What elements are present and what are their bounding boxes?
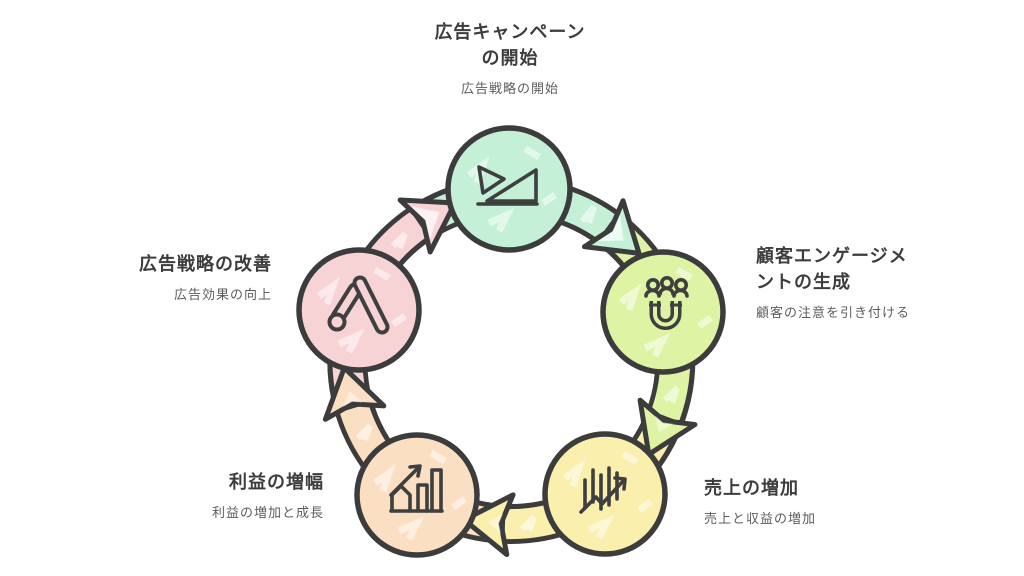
node-subtitle: 売上と収益の増加 [704,512,817,528]
node-title: 顧客エンゲージメ ントの生成 [756,246,908,294]
band-texture [355,205,680,533]
label-campaign-start: 広告キャンペーン の開始 広告戦略の開始 [330,20,690,99]
arrowhead-bottom [461,492,516,558]
arrowhead-right-bottom [637,397,698,457]
node-title: 利益の増幅 [229,472,324,493]
node-subtitle: 広告効果の向上 [173,288,272,304]
arrowhead-top-right [581,198,642,256]
node-texture [316,145,713,541]
node-title: 広告戦略の改善 [139,254,272,275]
node-subtitle: 利益の増加と成長 [211,506,324,522]
node-title: 広告キャンペーン の開始 [434,22,586,70]
node-subtitle: 顧客の注意を引き付ける [756,306,911,322]
node-subtitle: 広告戦略の開始 [460,82,559,98]
arrowhead-left-top [397,197,458,255]
label-engagement: 顧客エンゲージメ ントの生成 顧客の注意を引き付ける [756,244,956,323]
label-profit-growth: 利益の増幅 利益の増加と成長 [112,470,324,523]
bar-growth-icon [389,464,444,513]
node-engagement [600,249,726,375]
node-title: 売上の増加 [704,478,799,499]
label-strategy-improve: 広告戦略の改善 広告効果の向上 [60,252,272,305]
video-campaign-icon [476,165,539,206]
arrowhead-bottom-left [322,365,387,422]
arrowheads [322,197,698,558]
google-ads-icon [327,275,390,335]
node-strategy-improve [296,247,422,373]
stock-rise-icon [579,466,627,514]
node-sales-increase [542,431,668,557]
label-sales-increase: 売上の増加 売上と収益の増加 [704,476,934,529]
audience-magnet-icon [644,275,689,330]
